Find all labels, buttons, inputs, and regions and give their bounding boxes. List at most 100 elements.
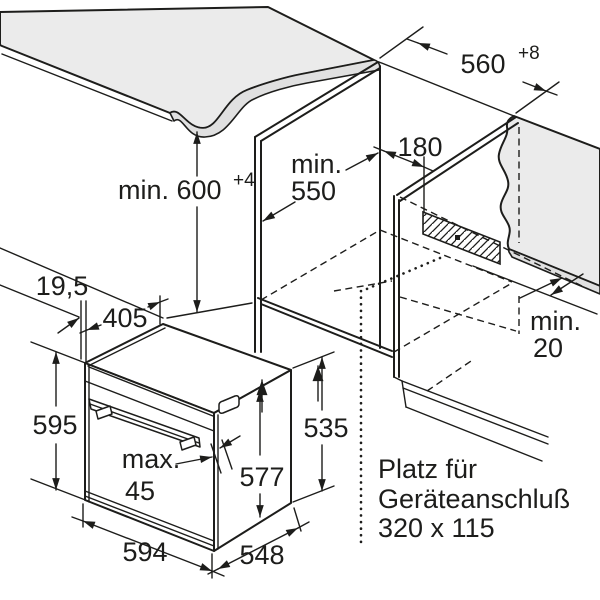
oven-front-frame-top-inner: [88, 366, 214, 417]
niche-floor: [257, 297, 393, 358]
left-run-edge-2: [0, 284, 80, 318]
connection-annotation: Platz für Geräteanschluß 320 x 115: [378, 454, 570, 543]
ext-line: [379, 26, 424, 59]
dim-handle-clearance-label-1: max.: [122, 444, 181, 474]
leader-diagonal: [360, 256, 442, 293]
ext-line: [30, 478, 89, 502]
dim-rear-gap: min. 20: [472, 265, 598, 363]
panel-top-edge-inner: [260, 67, 381, 142]
overshoot: [406, 38, 419, 44]
dim-niche-height: min. 600 +4: [118, 131, 255, 319]
hidden-base-diagonal: [426, 358, 475, 392]
right-base-strip-mid: [402, 387, 549, 445]
handle-lug-left: [95, 405, 113, 420]
overshoot: [545, 90, 558, 96]
dim-rear-gap-label-1: min.: [530, 306, 581, 336]
hidden-floor-line: [333, 280, 393, 292]
annotation-line-3: 320 x 115: [378, 513, 495, 543]
ext-line: [166, 302, 253, 319]
right-cabinet: [393, 115, 600, 462]
dim-arrow: [217, 527, 299, 570]
dim-oven-front-width: 594: [71, 503, 225, 579]
tall-cabinet-left-panel: [254, 61, 381, 353]
dim-front-frame-offset: 19,5: [36, 271, 89, 363]
dim-niche-height-label: min. 600: [118, 175, 222, 205]
connection-area: [422, 210, 501, 266]
right-base-strip-cap: [401, 380, 407, 408]
dim-oven-depth: 548: [207, 507, 310, 575]
connection-point-dot: [455, 235, 460, 240]
dim-arrow: [57, 317, 80, 334]
dim-oven-front-width-label: 594: [122, 537, 167, 567]
ext-line: [210, 443, 222, 474]
connection-area-hatch: [422, 210, 501, 266]
dim-oven-front-height-label: 595: [32, 410, 77, 440]
dim-arrow: [82, 520, 213, 572]
overshoot: [159, 298, 169, 303]
handle-lug-right: [179, 436, 197, 451]
overshoot: [423, 166, 434, 172]
niche-floor-front-edge-top: [257, 297, 393, 352]
oven-side-grip-cutout: [218, 395, 240, 414]
dim-connection-offset: 180: [373, 132, 443, 213]
ext-line: [292, 351, 335, 369]
dim-niche-depth-label-1: min.: [291, 149, 342, 179]
rear-wall-line: [472, 265, 598, 315]
dim-arrow: [345, 152, 379, 171]
dim-oven-rear-height-label: 535: [303, 413, 348, 443]
dim-arrow: [175, 455, 213, 465]
hidden-base-line: [399, 296, 517, 332]
right-worktop-surface: [497, 115, 600, 287]
dim-rear-gap-label-2: 20: [533, 333, 563, 363]
dim-handle-clearance: max. 45: [122, 435, 241, 506]
oven-control-panel-line: [84, 380, 215, 432]
left-worktop-break-edge: [169, 59, 381, 138]
dim-handle-clearance-label-2: 45: [125, 476, 155, 506]
niche-floor-right-edge: [393, 282, 513, 353]
right-panel-top-edge-inner: [399, 122, 519, 202]
dim-niche-width-sup: +8: [518, 43, 540, 64]
dim-niche-width: 560 +8: [379, 26, 560, 114]
niche-floor-left-joint: [260, 229, 381, 301]
left-run-edge: [0, 247, 164, 319]
niche-floor-front-edge-bottom: [260, 303, 393, 358]
right-base-strip-top: [401, 380, 549, 438]
left-worktop-front-edge-lower: [1, 53, 173, 122]
dim-oven-rear-height: 535: [292, 351, 349, 503]
niche-top-front-edge: [378, 61, 515, 117]
dim-arrow: [417, 42, 448, 55]
oven-door-handle: [88, 398, 201, 451]
dim-arrow: [147, 301, 161, 311]
niche-floor-back-joint: [379, 229, 513, 283]
dim-front-frame-offset-label: 19,5: [36, 271, 89, 301]
dim-oven-front-height: 595: [30, 341, 89, 502]
dim-arrow: [262, 201, 296, 222]
overshoot: [373, 146, 385, 152]
ext-line: [30, 341, 89, 365]
dim-arrow: [86, 322, 102, 331]
dim-oven-top-depth-label: 405: [102, 303, 147, 333]
overshoot: [207, 568, 219, 575]
dim-niche-height-sup: +4: [233, 170, 255, 191]
dim-niche-depth-label-2: 550: [291, 176, 336, 206]
overshoot: [211, 570, 225, 577]
dim-arrow: [219, 435, 241, 449]
connection-leader: [359, 256, 442, 545]
dim-oven-top-depth: 405: [79, 295, 169, 334]
dim-arrow: [522, 81, 547, 92]
right-panel-bottom-step: [393, 376, 403, 382]
overshoot: [79, 329, 88, 334]
overshoot: [71, 516, 84, 522]
dim-niche-width-label: 560: [460, 49, 505, 79]
oven-top-left-inner: [87, 327, 166, 367]
ext-line: [515, 81, 560, 114]
dim-arrow: [519, 277, 563, 299]
overshoot: [297, 521, 310, 529]
annotation-line-1: Platz für: [378, 454, 477, 484]
right-base-strip-bottom: [405, 406, 543, 462]
annotation-line-2: Geräteanschluß: [378, 484, 570, 514]
right-panel-top-edge-outer: [396, 116, 517, 196]
dim-oven-depth-label: 548: [239, 540, 284, 570]
